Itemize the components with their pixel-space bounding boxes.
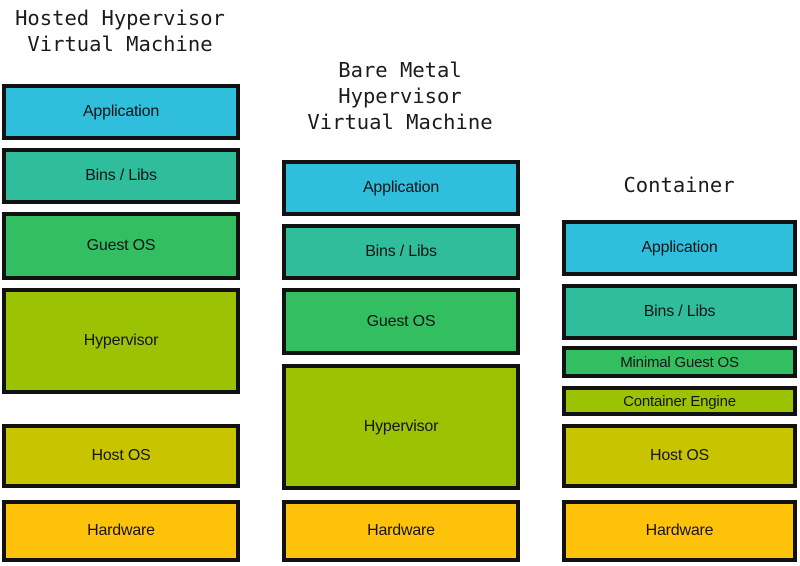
layer-box-container-container-engine: Container Engine — [562, 386, 797, 416]
layer-box-bare-metal-hypervisor-vm-hypervisor: Hypervisor — [282, 364, 520, 490]
layer-label: Bins / Libs — [643, 303, 716, 320]
layer-label: Guest OS — [86, 237, 156, 254]
layer-box-bare-metal-hypervisor-vm-guest-os: Guest OS — [282, 288, 520, 355]
layer-box-hosted-hypervisor-vm-bins-libs: Bins / Libs — [2, 148, 240, 204]
layer-box-bare-metal-hypervisor-vm-bins-libs: Bins / Libs — [282, 224, 520, 280]
layer-label: Hardware — [367, 522, 435, 539]
layer-box-container-bins-libs: Bins / Libs — [562, 284, 797, 340]
column-title-container: Container — [623, 173, 735, 197]
layer-box-bare-metal-hypervisor-vm-hardware: Hardware — [282, 500, 520, 562]
layer-label: Minimal Guest OS — [620, 353, 739, 371]
layer-box-container-minimal-guest-os: Minimal Guest OS — [562, 346, 797, 378]
layer-label: Host OS — [91, 447, 151, 464]
layer-label: Container Engine — [623, 392, 736, 410]
layer-box-hosted-hypervisor-vm-host-os: Host OS — [2, 424, 240, 488]
column-title-bare-metal-hypervisor-vm: Bare Metal Hypervisor Virtual Machine — [307, 58, 493, 134]
layer-label: Host OS — [649, 447, 710, 464]
layer-box-hosted-hypervisor-vm-application: Application — [2, 84, 240, 140]
column-title-hosted-hypervisor-vm: Hosted Hypervisor Virtual Machine — [15, 6, 225, 56]
layer-box-hosted-hypervisor-vm-hypervisor: Hypervisor — [2, 288, 240, 394]
layer-box-container-hardware: Hardware — [562, 500, 797, 562]
layer-label: Bins / Libs — [85, 167, 157, 184]
layer-box-hosted-hypervisor-vm-guest-os: Guest OS — [2, 212, 240, 280]
layer-label: Hardware — [87, 522, 155, 539]
layer-box-hosted-hypervisor-vm-hardware: Hardware — [2, 500, 240, 562]
layer-label: Hardware — [645, 522, 714, 539]
layer-label: Application — [641, 239, 718, 256]
layer-box-bare-metal-hypervisor-vm-application: Application — [282, 160, 520, 216]
layer-label: Application — [362, 179, 440, 196]
layer-box-container-host-os: Host OS — [562, 424, 797, 488]
layer-label: Bins / Libs — [365, 243, 437, 260]
layer-label: Guest OS — [366, 312, 436, 330]
layer-label: Hypervisor — [83, 332, 159, 349]
layer-label: Hypervisor — [363, 418, 439, 435]
layer-label: Application — [82, 103, 160, 120]
layer-box-container-application: Application — [562, 220, 797, 276]
